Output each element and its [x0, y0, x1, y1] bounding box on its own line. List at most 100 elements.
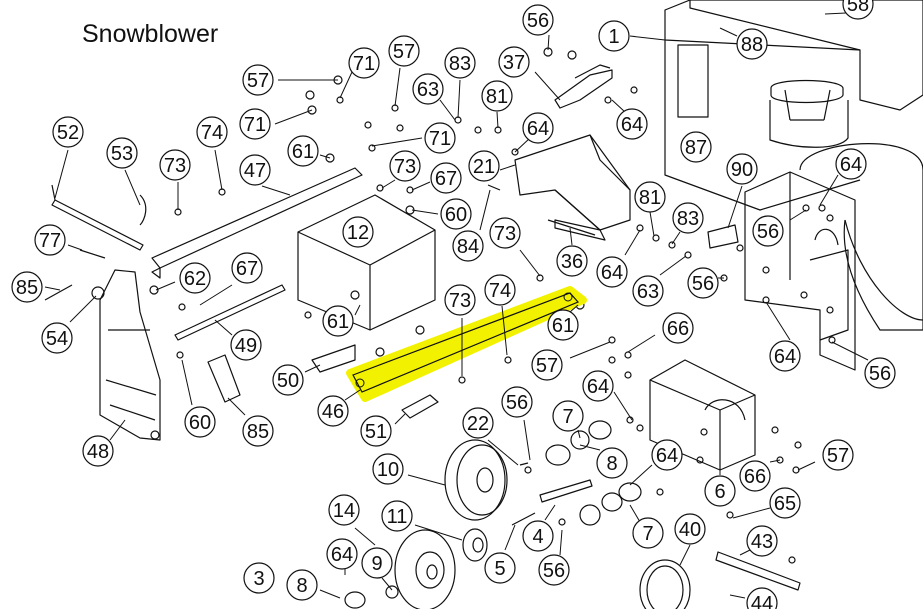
callout-64[interactable]: 64 — [616, 108, 648, 140]
callout-10[interactable]: 10 — [372, 453, 404, 485]
callout-83[interactable]: 83 — [672, 202, 704, 234]
callout-66[interactable]: 66 — [739, 460, 771, 492]
callout-90[interactable]: 90 — [726, 153, 758, 185]
callout-1[interactable]: 1 — [598, 20, 630, 52]
callout-50[interactable]: 50 — [272, 364, 304, 396]
callout-56[interactable]: 56 — [522, 4, 554, 36]
callout-number: 62 — [184, 268, 206, 290]
diagram-title: Snowblower — [82, 20, 219, 48]
callout-73[interactable]: 73 — [444, 284, 476, 316]
callout-60[interactable]: 60 — [184, 406, 216, 438]
callout-62[interactable]: 62 — [179, 262, 211, 294]
callout-11[interactable]: 11 — [381, 500, 413, 532]
callout-73[interactable]: 73 — [159, 149, 191, 181]
callout-67[interactable]: 67 — [430, 162, 462, 194]
callout-64[interactable]: 64 — [769, 340, 801, 372]
callout-56[interactable]: 56 — [864, 357, 896, 389]
callout-74[interactable]: 74 — [196, 116, 228, 148]
callout-60[interactable]: 60 — [440, 198, 472, 230]
callout-85[interactable]: 85 — [11, 271, 43, 303]
callout-5[interactable]: 5 — [484, 552, 516, 584]
callout-number: 74 — [201, 122, 223, 144]
callout-64[interactable]: 64 — [326, 538, 358, 570]
callout-21[interactable]: 21 — [468, 150, 500, 182]
callout-56[interactable]: 56 — [752, 215, 784, 247]
callout-circle — [462, 407, 494, 439]
callout-8[interactable]: 8 — [286, 569, 318, 601]
callout-46[interactable]: 46 — [317, 395, 349, 427]
callout-circle — [328, 494, 360, 526]
callout-56[interactable]: 56 — [687, 267, 719, 299]
callout-57[interactable]: 57 — [242, 64, 274, 96]
callout-61[interactable]: 61 — [287, 135, 319, 167]
callout-3[interactable]: 3 — [243, 562, 275, 594]
callout-7[interactable]: 7 — [552, 400, 584, 432]
callout-61[interactable]: 61 — [322, 305, 354, 337]
callout-number: 85 — [247, 421, 269, 443]
callout-9[interactable]: 9 — [361, 547, 393, 579]
callout-14[interactable]: 14 — [328, 494, 360, 526]
callout-66[interactable]: 66 — [662, 312, 694, 344]
callout-circle — [822, 439, 854, 471]
callout-49[interactable]: 49 — [230, 329, 262, 361]
callout-48[interactable]: 48 — [82, 435, 114, 467]
callout-81[interactable]: 81 — [481, 80, 513, 112]
callout-57[interactable]: 57 — [531, 349, 563, 381]
callout-8[interactable]: 8 — [596, 447, 628, 479]
callout-36[interactable]: 36 — [556, 245, 588, 277]
callout-65[interactable]: 65 — [769, 487, 801, 519]
leader-line-52 — [54, 149, 69, 199]
callout-58[interactable]: 58 — [842, 0, 874, 20]
callout-83[interactable]: 83 — [444, 47, 476, 79]
callout-51[interactable]: 51 — [360, 415, 392, 447]
callout-4[interactable]: 4 — [522, 520, 554, 552]
callout-63[interactable]: 63 — [412, 73, 444, 105]
callout-71[interactable]: 71 — [239, 108, 271, 140]
callout-12[interactable]: 12 — [342, 216, 374, 248]
callout-63[interactable]: 63 — [632, 275, 664, 307]
callout-73[interactable]: 73 — [489, 217, 521, 249]
leader-line-71 — [339, 71, 353, 99]
callout-56[interactable]: 56 — [538, 554, 570, 586]
callout-64[interactable]: 64 — [522, 112, 554, 144]
callout-67[interactable]: 67 — [231, 252, 263, 284]
callout-number: 74 — [489, 280, 511, 302]
callout-64[interactable]: 64 — [651, 439, 683, 471]
callout-88[interactable]: 88 — [736, 28, 768, 60]
leader-line-65 — [732, 507, 771, 519]
callout-22[interactable]: 22 — [462, 407, 494, 439]
callout-52[interactable]: 52 — [52, 116, 84, 148]
callout-77[interactable]: 77 — [34, 224, 66, 256]
callout-40[interactable]: 40 — [674, 513, 706, 545]
callout-57[interactable]: 57 — [388, 35, 420, 67]
callout-number: 5 — [494, 558, 505, 580]
callout-61[interactable]: 61 — [547, 309, 579, 341]
callout-6[interactable]: 6 — [704, 475, 736, 507]
callout-circle — [769, 340, 801, 372]
callout-71[interactable]: 71 — [424, 122, 456, 154]
callout-85[interactable]: 85 — [242, 415, 274, 447]
callout-64[interactable]: 64 — [582, 370, 614, 402]
callout-7[interactable]: 7 — [632, 517, 664, 549]
callout-81[interactable]: 81 — [634, 181, 666, 213]
callout-84[interactable]: 84 — [452, 230, 484, 262]
callout-circle — [342, 216, 374, 248]
callout-37[interactable]: 37 — [498, 46, 530, 78]
callout-47[interactable]: 47 — [239, 154, 271, 186]
callout-54[interactable]: 54 — [41, 322, 73, 354]
callout-57[interactable]: 57 — [822, 439, 854, 471]
callout-73[interactable]: 73 — [389, 150, 421, 182]
callout-64[interactable]: 64 — [596, 256, 628, 288]
callout-43[interactable]: 43 — [746, 525, 778, 557]
callout-44[interactable]: 44 — [746, 587, 778, 609]
callout-53[interactable]: 53 — [106, 137, 138, 169]
part-bar-46-highlighted[interactable] — [346, 286, 587, 402]
callout-74[interactable]: 74 — [484, 274, 516, 306]
leader-line-56 — [789, 209, 807, 221]
callout-71[interactable]: 71 — [348, 47, 380, 79]
callout-87[interactable]: 87 — [680, 131, 712, 163]
callout-64[interactable]: 64 — [835, 148, 867, 180]
callout-56[interactable]: 56 — [501, 386, 533, 418]
callout-number: 65 — [774, 493, 796, 515]
callout-circle — [444, 284, 476, 316]
